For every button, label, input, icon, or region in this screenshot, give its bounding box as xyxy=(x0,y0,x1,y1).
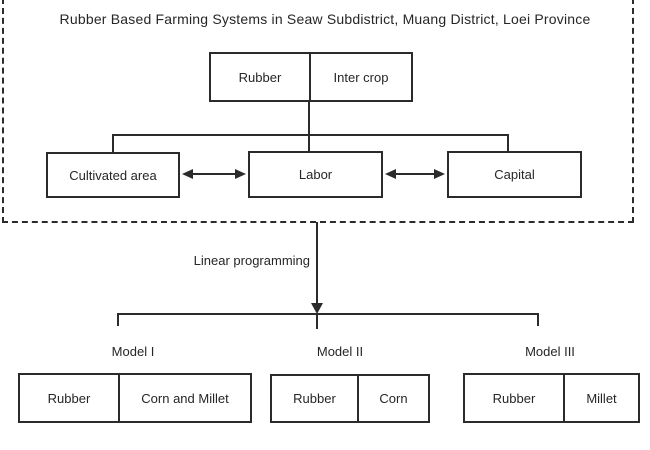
model-3-box: Rubber Millet xyxy=(463,373,640,423)
model-3-rubber-cell: Rubber xyxy=(465,375,565,421)
model-1-rubber-cell: Rubber xyxy=(20,375,120,421)
capital-drop-line xyxy=(507,134,509,152)
linear-programming-label: Linear programming xyxy=(193,253,310,268)
model-2-box: Rubber Corn xyxy=(270,374,430,423)
labor-label: Labor xyxy=(298,167,333,182)
model-3-crop-cell: Millet xyxy=(586,390,617,406)
cultivated-area-box: Cultivated area xyxy=(46,152,180,198)
arrowhead-right-icon xyxy=(434,169,445,179)
arrowhead-left-icon xyxy=(385,169,396,179)
cultivated-area-label: Cultivated area xyxy=(69,167,157,183)
arrowhead-down-icon xyxy=(311,303,323,314)
model-1-box: Rubber Corn and Millet xyxy=(18,373,252,423)
cultivated-labor-arrow xyxy=(182,169,246,179)
arrowhead-left-icon xyxy=(182,169,193,179)
labor-box: Labor xyxy=(248,151,383,198)
linear-programming-arrow-line xyxy=(316,222,318,304)
top-connector-vline xyxy=(308,102,310,151)
resources-connector-hline xyxy=(112,134,509,136)
model-3-label: Model III xyxy=(525,344,575,359)
capital-box: Capital xyxy=(447,151,582,198)
cultivated-drop-line xyxy=(112,134,114,152)
diagram-title: Rubber Based Farming Systems in Seaw Sub… xyxy=(59,11,591,27)
intercrop-cell: Inter crop xyxy=(333,69,389,85)
branch-right-drop xyxy=(537,313,539,326)
branch-center-drop xyxy=(316,313,318,329)
rubber-cell: Rubber xyxy=(211,54,311,100)
labor-capital-arrow xyxy=(385,169,445,179)
model-2-rubber-cell: Rubber xyxy=(272,376,359,421)
branch-left-drop xyxy=(117,313,119,326)
arrowhead-right-icon xyxy=(235,169,246,179)
model-2-label: Model II xyxy=(316,344,364,359)
arrow-shaft xyxy=(396,173,434,175)
rubber-intercrop-box: Rubber Inter crop xyxy=(209,52,413,102)
system-boundary-dashed-box xyxy=(2,0,634,223)
model-1-label: Model I xyxy=(111,344,155,359)
model-2-crop-cell: Corn xyxy=(379,391,408,406)
models-branch-line xyxy=(117,313,539,315)
model-1-crop-cell: Corn and Millet xyxy=(141,390,229,406)
arrow-shaft xyxy=(193,173,235,175)
capital-label: Capital xyxy=(494,167,535,182)
